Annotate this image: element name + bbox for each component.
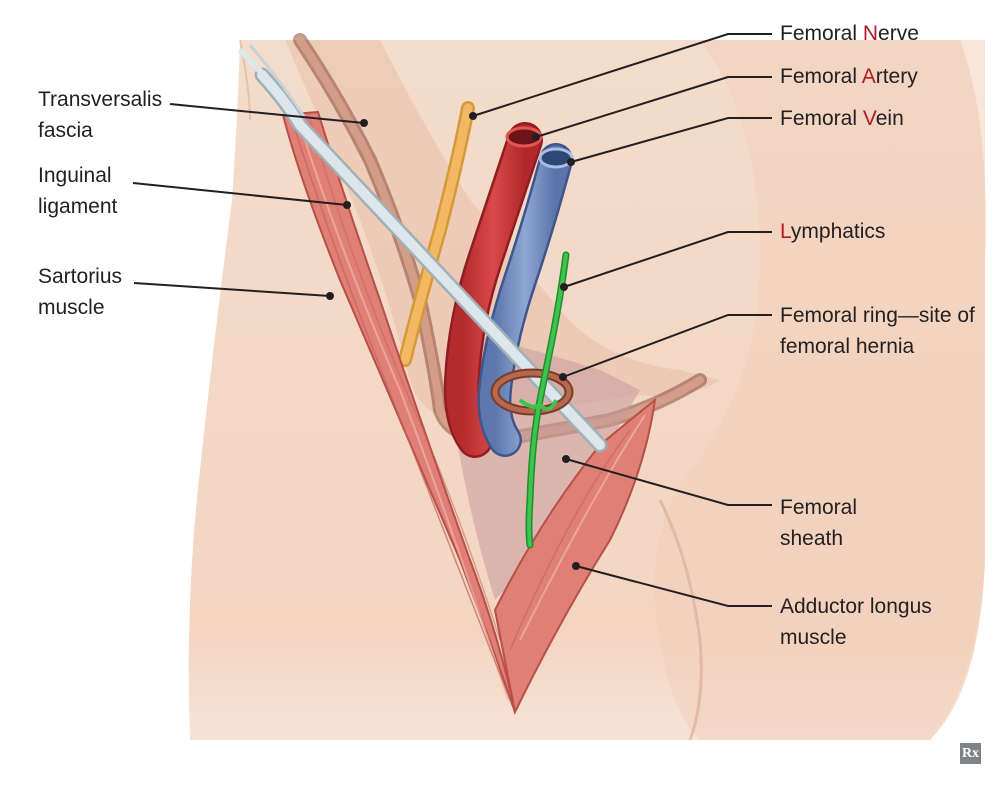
femoral-vein	[477, 143, 574, 457]
label-text: muscle	[780, 626, 847, 649]
leader-vein	[570, 117, 772, 163]
label-text: erve	[878, 22, 919, 45]
leader-transversalis	[169, 103, 365, 124]
label-text: Adductor longus	[780, 595, 932, 618]
leader-adductor	[575, 565, 772, 607]
label-text: Femoral	[780, 496, 858, 519]
leader-lymphatics	[563, 231, 772, 288]
label-text: Transversalis	[38, 88, 163, 111]
inguinal-ligament	[237, 44, 608, 453]
leader-artery	[535, 76, 772, 138]
leader-dots	[326, 112, 580, 570]
label-text: Inguinal	[38, 164, 112, 187]
label-lymphatics: Lymphatics	[780, 216, 885, 247]
label-text: ymphatics	[790, 220, 886, 243]
label-text: ligament	[38, 195, 118, 218]
label-text: Sartorius	[38, 265, 123, 288]
femoral-nerve	[398, 101, 475, 367]
label-highlight-letter: A	[861, 65, 876, 88]
label-text: Femoral	[780, 22, 863, 45]
label-femoral-vein: Femoral Vein	[780, 103, 904, 134]
label-text: ein	[875, 107, 904, 130]
rx-logo: Rx	[960, 743, 981, 764]
label-inguinal-ligament: Inguinal ligament	[38, 160, 117, 222]
label-text: muscle	[38, 296, 105, 319]
label-text: fascia	[38, 119, 93, 142]
leader-nerve	[472, 33, 772, 117]
leader-femoral-ring	[562, 314, 772, 378]
label-transversalis-fascia: Transversalis fascia	[38, 84, 162, 146]
label-text: sheath	[780, 527, 844, 550]
label-sartorius-muscle: Sartorius muscle	[38, 261, 122, 323]
label-femoral-artery: Femoral Artery	[780, 61, 918, 92]
leader-sheath	[565, 458, 772, 506]
leader-lines	[132, 33, 772, 607]
label-femoral-ring: Femoral ring—site of femoral hernia	[780, 300, 975, 362]
leader-sartorius	[133, 282, 331, 297]
label-text: Femoral ring—site of	[780, 304, 975, 327]
label-femoral-nerve: Femoral Nerve	[780, 18, 919, 49]
label-highlight-letter: V	[862, 107, 876, 130]
label-adductor-longus: Adductor longus muscle	[780, 591, 932, 653]
label-femoral-sheath: Femoral sheath	[780, 492, 857, 554]
label-highlight-letter: N	[862, 22, 879, 45]
leader-inguinal	[132, 182, 348, 206]
label-text: Femoral	[780, 107, 863, 130]
lymphatics	[518, 251, 570, 549]
femoral-ring	[490, 368, 574, 416]
label-text: rtery	[875, 65, 918, 88]
label-text: femoral hernia	[780, 335, 915, 358]
label-text: Femoral	[780, 65, 862, 88]
label-highlight-letter: L	[780, 220, 791, 243]
